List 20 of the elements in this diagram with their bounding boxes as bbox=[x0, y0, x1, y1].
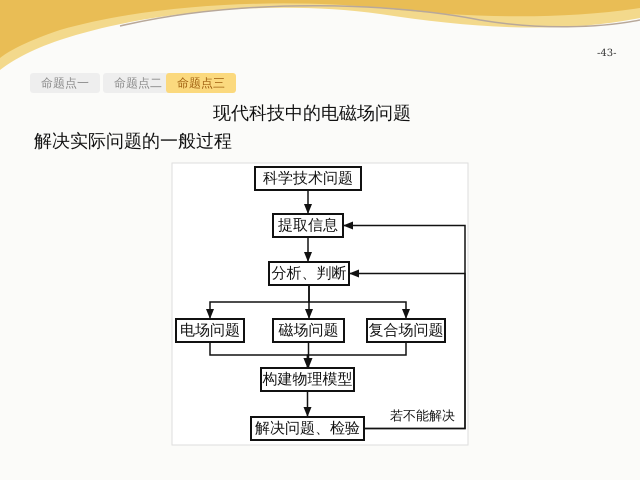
arrow bbox=[304, 191, 312, 214]
arrow bbox=[304, 392, 312, 417]
arrow bbox=[308, 286, 410, 319]
process-box: 构建物理模型 bbox=[260, 367, 355, 392]
arrow bbox=[304, 343, 407, 368]
tab: 命题点三 bbox=[166, 73, 236, 93]
page-number: -43- bbox=[597, 48, 616, 59]
arrow bbox=[304, 238, 312, 262]
edge-label: 若不能解决 bbox=[389, 406, 456, 424]
title: 现代科技中的电磁场问题 bbox=[213, 102, 411, 125]
process-box: 提取信息 bbox=[272, 213, 344, 238]
process-box: 解决问题、检验 bbox=[250, 416, 365, 441]
process-box: 磁场问题 bbox=[272, 318, 345, 343]
process-box: 分析、判断 bbox=[268, 261, 350, 286]
process-box: 复合场问题 bbox=[366, 318, 446, 343]
process-box: 科学技术问题 bbox=[254, 166, 362, 191]
arrow bbox=[349, 270, 466, 430]
subheading: 解决实际问题的一般过程 bbox=[34, 130, 232, 153]
process-box: 电场问题 bbox=[175, 318, 245, 343]
tab: 命题点一 bbox=[30, 73, 100, 93]
